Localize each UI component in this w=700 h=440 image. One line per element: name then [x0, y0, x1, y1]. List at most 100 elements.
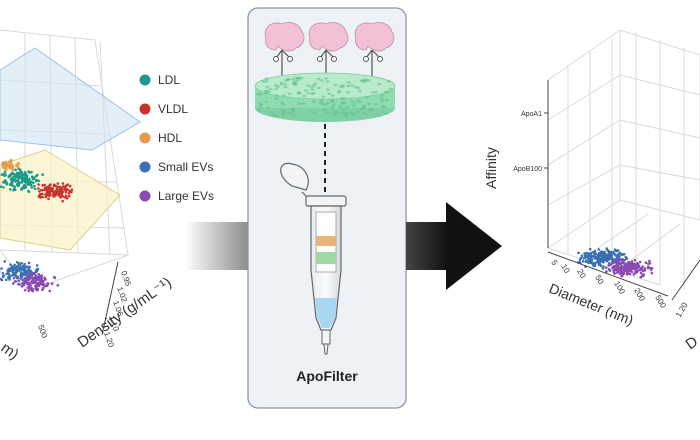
vldl-particle [67, 192, 71, 195]
vldl-particle [50, 189, 53, 192]
membrane-pore [321, 95, 326, 98]
large-ev-particle [634, 269, 637, 273]
large-ev-particle [30, 288, 34, 292]
legend-label-large-evs: Large EVs [158, 189, 214, 203]
membrane-pore [264, 77, 269, 80]
vldl-particle [60, 194, 63, 198]
membrane-pore [355, 99, 360, 102]
large-ev-particle [624, 265, 627, 269]
large-ev-particle [638, 260, 642, 264]
membrane-pore [380, 94, 384, 97]
ldl-particle [19, 176, 22, 179]
small-ev-particle [580, 254, 584, 257]
large-ev-particle [37, 273, 40, 276]
legend-label-hdl: HDL [158, 131, 182, 145]
small-ev-particle [19, 271, 23, 274]
membrane-pore [364, 96, 369, 99]
ldl-particle [15, 179, 19, 182]
small-ev-particle [3, 260, 7, 263]
small-ev-particle [618, 255, 621, 259]
vldl-particle [45, 191, 49, 195]
membrane-pore [331, 103, 336, 107]
membrane-pore [322, 108, 327, 111]
membrane-pore [351, 113, 356, 116]
membrane-pore [373, 103, 378, 106]
ldl-particle [2, 172, 5, 176]
ldl-particle [19, 168, 22, 172]
membrane-pore [376, 114, 381, 118]
small-ev-particle [592, 264, 596, 268]
right-affinity-tick: ApoA1 [521, 111, 542, 118]
large-ev-particle [44, 284, 48, 288]
large-ev-particle [630, 265, 633, 269]
ldl-particle [20, 188, 23, 191]
membrane-pore [319, 100, 324, 103]
membrane-pore [274, 94, 279, 98]
ldl-particle [16, 175, 19, 178]
membrane-pore [287, 112, 292, 115]
vldl-particle [56, 182, 60, 185]
large-ev-particle [614, 260, 617, 264]
membrane-pore [281, 103, 286, 106]
left-diameter-axis: 500 m) [0, 324, 49, 364]
small-ev-particle [613, 252, 616, 256]
output-arrow [406, 202, 502, 290]
large-ev-particle [42, 282, 45, 286]
membrane-pore [350, 100, 355, 103]
membrane-pore [270, 111, 275, 114]
legend-dot-hdl [139, 132, 151, 144]
small-ev-particle [36, 267, 40, 271]
large-ev-particle [48, 289, 51, 293]
large-ev-particle [623, 263, 627, 267]
small-ev-particle [594, 252, 598, 255]
filter-membrane [254, 72, 396, 122]
membrane-pore [266, 106, 271, 109]
hdl-particle [11, 168, 15, 171]
small-ev-particle [598, 262, 601, 265]
large-ev-particle [29, 281, 32, 284]
spin-column-icon [280, 162, 347, 355]
small-ev-particle [609, 254, 613, 257]
large-ev-particle [34, 287, 38, 290]
large-ev-particle [643, 267, 647, 270]
membrane-pore [344, 114, 349, 117]
membrane-pore [335, 111, 340, 114]
vldl-particle [60, 187, 63, 191]
membrane-pore [382, 105, 387, 109]
membrane-pore [341, 108, 346, 111]
large-ev-particle [22, 283, 26, 287]
membrane-pore [346, 81, 351, 84]
large-ev-particle [636, 264, 639, 268]
membrane-pore [291, 81, 296, 84]
hdl-particle [10, 158, 13, 162]
small-ev-particle [20, 276, 24, 279]
membrane-pore [309, 85, 314, 89]
small-ev-particle [20, 267, 23, 270]
vldl-particle [61, 182, 65, 185]
vldl-particle [58, 185, 62, 189]
small-ev-particle [597, 248, 601, 251]
large-ev-particle [13, 280, 17, 283]
vldl-particle [56, 185, 60, 189]
small-ev-particle [583, 254, 587, 257]
vldl-particle [43, 186, 47, 189]
right-diameter-tick: 20 [575, 268, 588, 281]
large-ev-particle [613, 268, 617, 271]
membrane-pore [291, 83, 296, 86]
large-ev-particle [648, 259, 651, 263]
large-ev-particle [17, 279, 20, 283]
small-ev-particle [35, 264, 39, 267]
small-ev-particle [618, 251, 622, 255]
small-ev-particle [0, 267, 3, 270]
membrane-pore [325, 101, 330, 105]
membrane-pore [311, 100, 316, 103]
right-density-axis-label: D [683, 333, 700, 353]
small-ev-particle [14, 268, 17, 272]
ldl-particle [27, 170, 30, 173]
membrane-pore [336, 91, 341, 94]
large-ev-particle [632, 267, 635, 270]
membrane-pore [350, 84, 355, 87]
vldl-particle [48, 184, 51, 187]
large-ev-particle [28, 273, 31, 276]
large-ev-particle [604, 266, 608, 269]
